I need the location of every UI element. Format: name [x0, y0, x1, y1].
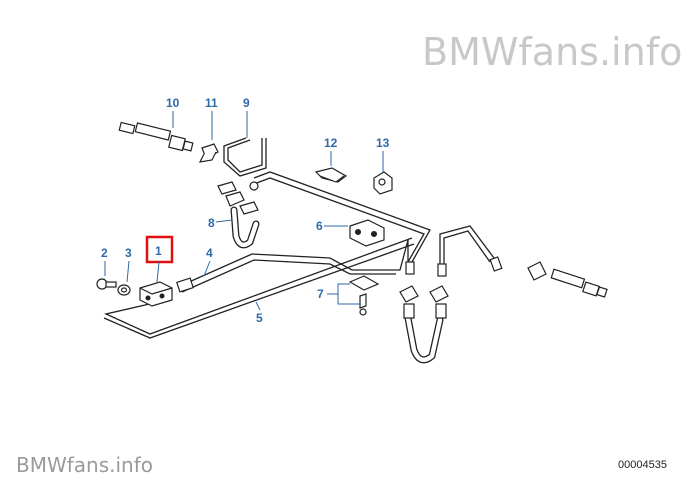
part-10-hose	[118, 121, 194, 152]
callout-5[interactable]: 5	[256, 311, 263, 325]
leader-5	[255, 301, 261, 311]
selected-part-highlight	[145, 235, 174, 264]
part-3-washer	[117, 284, 131, 296]
brake-pipe-right	[439, 225, 495, 268]
watermark-bottom: BMWfans.info	[16, 453, 154, 477]
brake-pipe-5	[103, 237, 415, 339]
leader-8	[215, 219, 233, 223]
rear-right-fittings	[405, 256, 608, 298]
rear-hose	[399, 285, 449, 364]
callout-3[interactable]: 3	[125, 246, 132, 260]
callout-7[interactable]: 7	[317, 287, 324, 301]
callout-6[interactable]: 6	[316, 219, 323, 233]
part-9-pipe	[223, 137, 267, 177]
part-6-block	[349, 219, 385, 247]
callout-1[interactable]: 1	[155, 244, 162, 258]
part-13-clamp	[373, 171, 393, 195]
callout-11[interactable]: 11	[205, 96, 218, 110]
part-1-distributor	[139, 281, 173, 307]
part-4-nut	[176, 277, 194, 293]
part-7-clip	[348, 275, 380, 316]
leader-4	[203, 260, 211, 277]
part-8-hose	[217, 181, 260, 249]
callout-13[interactable]: 13	[376, 136, 390, 150]
part-12-bracket	[314, 167, 348, 183]
callout-10[interactable]: 10	[166, 96, 180, 110]
callout-8[interactable]: 8	[208, 216, 215, 230]
diagram-id: 00004535	[618, 459, 667, 471]
leader-7	[327, 283, 360, 305]
part-11-clip	[198, 143, 219, 163]
part-2-screw	[96, 278, 117, 290]
callout-2[interactable]: 2	[101, 246, 108, 260]
callout-4[interactable]: 4	[206, 246, 213, 260]
leader-3	[126, 260, 130, 283]
leader-1	[156, 261, 160, 283]
callout-12[interactable]: 12	[324, 136, 338, 150]
watermark-top: BMWfans.info	[422, 30, 683, 74]
callout-9[interactable]: 9	[243, 96, 250, 110]
